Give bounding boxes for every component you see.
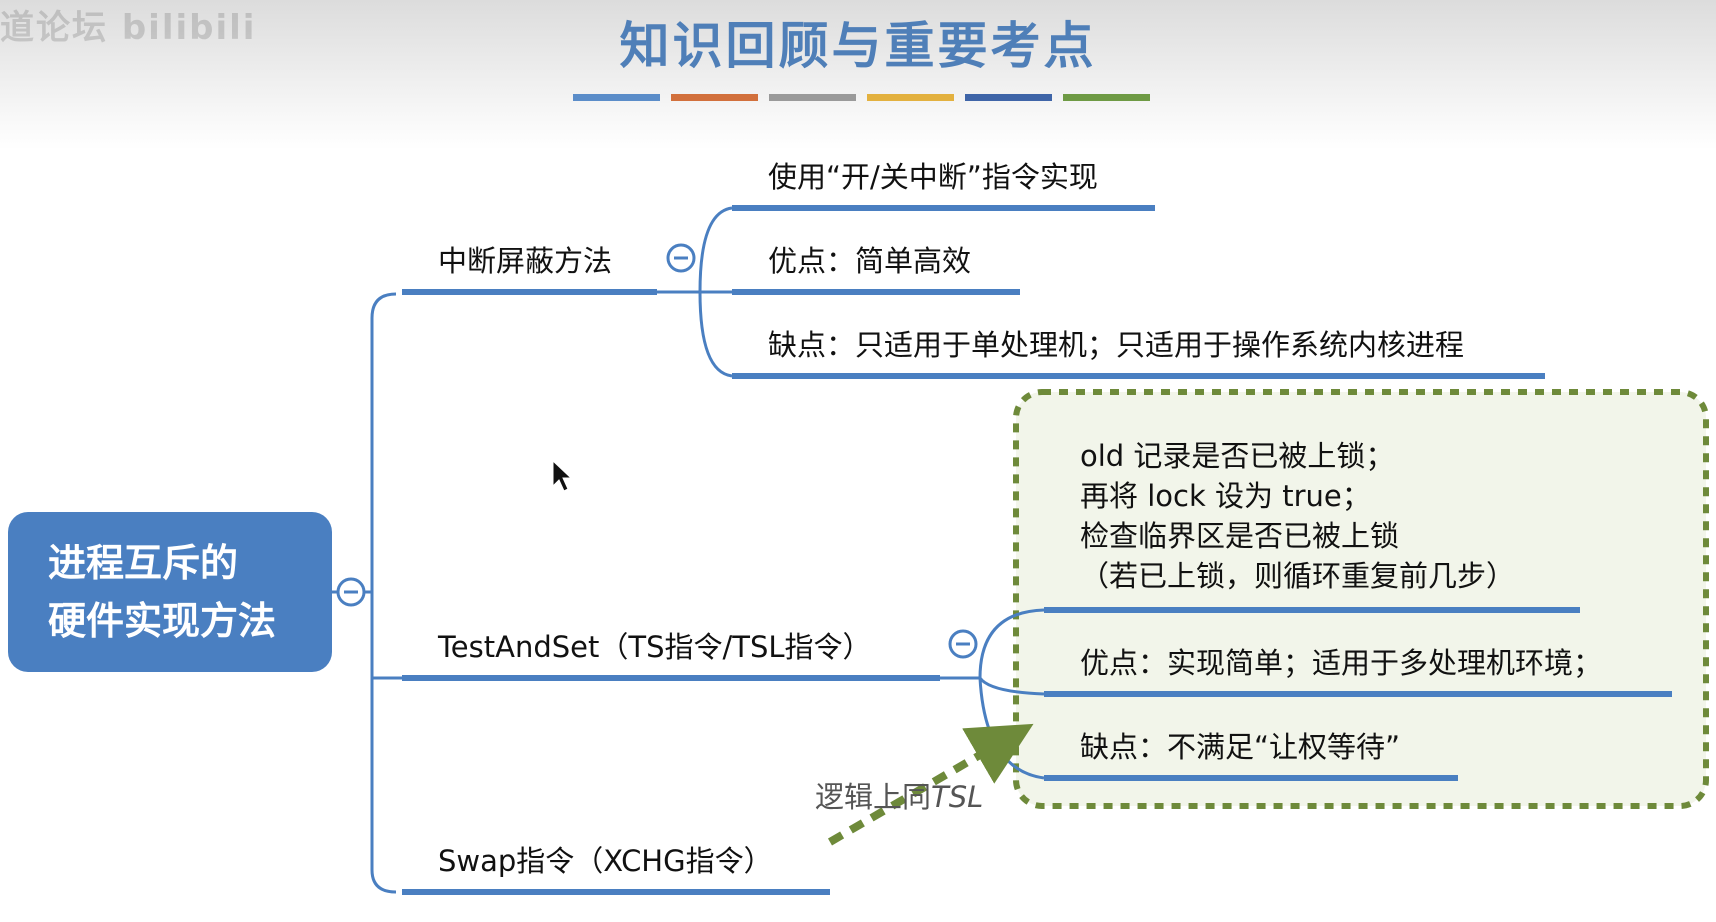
swap-to-tsl-arrow <box>827 723 1034 846</box>
detail-line-1: old 记录是否已被上锁； <box>1080 439 1395 473</box>
testandset-detail-box <box>1013 389 1709 809</box>
root-node[interactable]: 进程互斥的 硬件实现方法 <box>8 512 332 672</box>
root-node-line2: 硬件实现方法 <box>48 599 277 643</box>
detail-line-3: 检查临界区是否已被上锁 <box>1080 519 1400 553</box>
arrow-annotation-text: 逻辑上同 <box>815 780 932 814</box>
detail-line-4: （若已上锁，则循环重复前几步） <box>1080 559 1516 593</box>
interrupt-child-2[interactable]: 优点：简单高效 <box>768 244 972 278</box>
trunk-line <box>370 292 397 894</box>
interrupt-child-curves <box>657 206 733 378</box>
detail-line-2: 再将 lock 设为 true； <box>1080 479 1371 513</box>
title-bar-4 <box>867 94 954 101</box>
title-bar-5 <box>965 94 1052 101</box>
branch-interrupt-label[interactable]: 中断屏蔽方法 <box>438 244 613 278</box>
title-bar-1 <box>573 94 660 101</box>
branch-testandset-label[interactable]: TestAndSet（TS指令/TSL指令） <box>438 630 872 664</box>
title-bar-3 <box>769 94 856 101</box>
title-bar-6 <box>1063 94 1150 101</box>
testandset-detail-text[interactable]: old 记录是否已被上锁； 再将 lock 设为 true； 检查临界区是否已被… <box>1080 436 1515 596</box>
interrupt-child-1[interactable]: 使用“开/关中断”指令实现 <box>768 160 1098 194</box>
interrupt-child-3[interactable]: 缺点：只适用于单处理机；只适用于操作系统内核进程 <box>768 328 1465 362</box>
cursor-icon <box>552 459 573 492</box>
header-background <box>0 0 1716 150</box>
arrow-annotation-emph: TSL <box>931 780 984 814</box>
testandset-advantage[interactable]: 优点：实现简单；适用于多处理机环境； <box>1080 646 1603 680</box>
watermark: 道论坛 bilibili <box>0 8 257 48</box>
testandset-disadvantage[interactable]: 缺点：不满足“让权等待” <box>1080 730 1401 764</box>
page-title: 知识回顾与重要考点 <box>619 17 1097 75</box>
root-node-line1: 进程互斥的 <box>48 541 239 585</box>
testandset-child-curves <box>940 608 1045 780</box>
title-color-bars <box>573 94 1150 101</box>
arrow-annotation: 逻辑上同TSL <box>815 774 983 816</box>
title-bar-2 <box>671 94 758 101</box>
branch-swap-label[interactable]: Swap指令（XCHG指令） <box>438 844 773 878</box>
